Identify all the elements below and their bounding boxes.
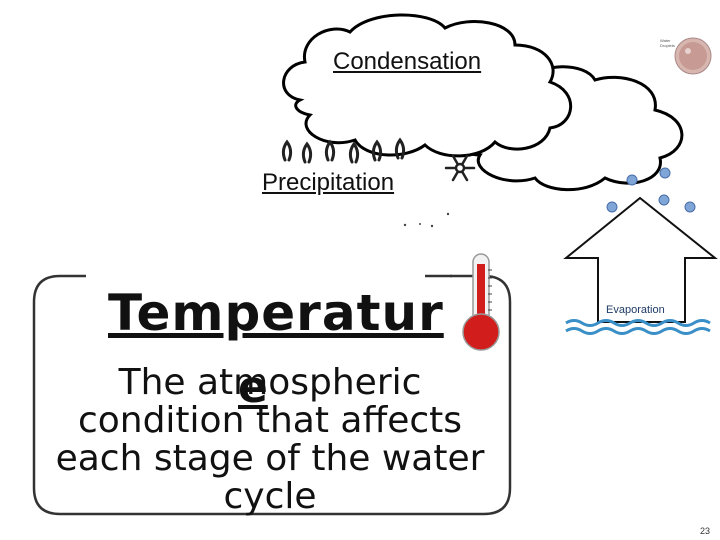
water-droplets-image: [674, 37, 712, 75]
term-heading-tail: e: [238, 362, 268, 413]
droplet-caption: Water Droplets: [660, 38, 675, 48]
slide-number: 23: [700, 526, 711, 536]
condensation-label: Condensation: [333, 48, 482, 75]
evaporation-label: Evaporation: [606, 304, 665, 316]
cloud-center: [282, 13, 573, 158]
precipitation-label: Precipitation: [262, 169, 395, 196]
thermometer-icon: [462, 253, 500, 351]
definition-text: The atmospheric condition that affects e…: [55, 362, 485, 517]
term-heading: Temperatur: [108, 284, 444, 342]
water-waves: [565, 319, 711, 335]
snowflake-icon: [444, 154, 476, 182]
